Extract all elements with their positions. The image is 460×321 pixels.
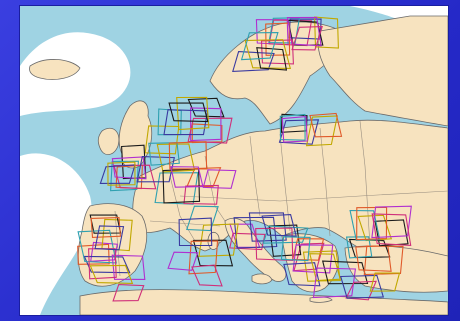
footprint-balkans-2[interactable] <box>248 212 287 242</box>
footprint-east-med-5[interactable] <box>371 205 412 239</box>
footprint-france-8[interactable] <box>148 142 180 166</box>
footprint-balkans-5[interactable] <box>262 225 309 244</box>
footprint-layer <box>77 16 412 302</box>
border-layer <box>114 120 448 277</box>
footprint-baltic-east-4[interactable] <box>279 113 306 141</box>
footprint-balkans-4[interactable] <box>268 224 302 257</box>
footprint-north-sea-4[interactable] <box>191 123 223 144</box>
footprint-italy-10[interactable] <box>178 217 213 247</box>
footprint-britain-7[interactable] <box>107 161 136 186</box>
footprint-south-scandinavia-5[interactable] <box>240 32 279 61</box>
footprint-britain-2[interactable] <box>110 160 139 192</box>
footprint-north-sea-7[interactable] <box>163 109 209 136</box>
footprint-north-scandinavia-4[interactable] <box>314 16 339 49</box>
footprint-france-2[interactable] <box>186 167 222 188</box>
footprint-balkans-6[interactable] <box>292 238 325 261</box>
footprint-britain-4[interactable] <box>111 156 147 180</box>
footprint-north-scandinavia-8[interactable] <box>286 16 322 47</box>
footprint-greece-turkey-5[interactable] <box>363 245 404 276</box>
footprint-greece-turkey-1[interactable] <box>283 262 321 287</box>
footprint-iberia-3[interactable] <box>112 284 145 302</box>
footprint-france-5[interactable] <box>136 156 175 183</box>
footprint-north-sea-1[interactable] <box>144 125 180 155</box>
footprint-france-7[interactable] <box>162 168 201 204</box>
footprint-east-med-3[interactable] <box>349 209 381 241</box>
footprint-greece-turkey-9[interactable] <box>369 272 401 292</box>
footprint-iberia-2[interactable] <box>90 241 118 262</box>
footprint-italy-2[interactable] <box>229 232 266 251</box>
footprint-france-9[interactable] <box>168 141 208 170</box>
coverage-map[interactable] <box>20 6 448 315</box>
footprint-iberia-1[interactable] <box>77 243 110 265</box>
footprint-france-10[interactable] <box>170 166 204 188</box>
footprint-south-scandinavia-4[interactable] <box>256 47 288 71</box>
footprint-iberia-5[interactable] <box>101 218 133 252</box>
footprint-britain-5[interactable] <box>113 164 157 190</box>
footprint-north-scandinavia-5[interactable] <box>287 19 324 46</box>
footprint-italy-9[interactable] <box>191 264 223 287</box>
footprint-iberia-12[interactable] <box>89 264 134 284</box>
footprint-greece-turkey-11[interactable] <box>345 236 373 259</box>
footprint-france-6[interactable] <box>156 143 196 173</box>
footprint-italy-5[interactable] <box>192 239 234 267</box>
footprint-greece-turkey-8[interactable] <box>339 274 385 299</box>
footprint-iberia-11[interactable] <box>94 225 125 251</box>
footprint-north-sea-9[interactable] <box>168 102 209 123</box>
footprint-south-scandinavia-2[interactable] <box>232 51 275 72</box>
footprint-italy-8[interactable] <box>167 251 199 271</box>
footprint-greece-turkey-4[interactable] <box>280 236 311 262</box>
footprint-iberia-8[interactable] <box>90 217 121 238</box>
footprint-greece-turkey-12[interactable] <box>355 245 392 272</box>
footprint-balkans-8[interactable] <box>255 227 294 261</box>
footprint-baltic-east-5[interactable] <box>309 112 343 138</box>
footprint-north-sea-8[interactable] <box>176 96 210 131</box>
footprint-greece-turkey-2[interactable] <box>309 253 341 282</box>
footprint-balkans-7[interactable] <box>292 244 334 274</box>
footprint-baltic-east-1[interactable] <box>278 119 320 145</box>
footprint-baltic-east-2[interactable] <box>305 115 338 147</box>
footprint-greece-turkey-6[interactable] <box>312 267 357 299</box>
footprint-iberia-9[interactable] <box>111 254 146 280</box>
footprint-balkans-9[interactable] <box>261 214 297 237</box>
footprint-greece-turkey-7[interactable] <box>345 280 377 301</box>
footprint-france-4[interactable] <box>183 184 219 205</box>
footprint-baltic-east-6[interactable] <box>281 116 308 143</box>
footprint-north-scandinavia-9[interactable] <box>291 26 323 51</box>
footprint-north-scandinavia-7[interactable] <box>265 22 291 56</box>
footprint-greece-turkey-3[interactable] <box>321 260 369 285</box>
footprint-britain-6[interactable] <box>99 164 136 184</box>
footprint-east-med-6[interactable] <box>371 213 412 246</box>
footprint-france-3[interactable] <box>202 169 237 189</box>
footprint-italy-6[interactable] <box>186 205 219 232</box>
footprint-south-scandinavia-1[interactable] <box>260 39 294 65</box>
footprint-north-sea-6[interactable] <box>187 117 233 144</box>
footprint-italy-7[interactable] <box>188 240 219 275</box>
